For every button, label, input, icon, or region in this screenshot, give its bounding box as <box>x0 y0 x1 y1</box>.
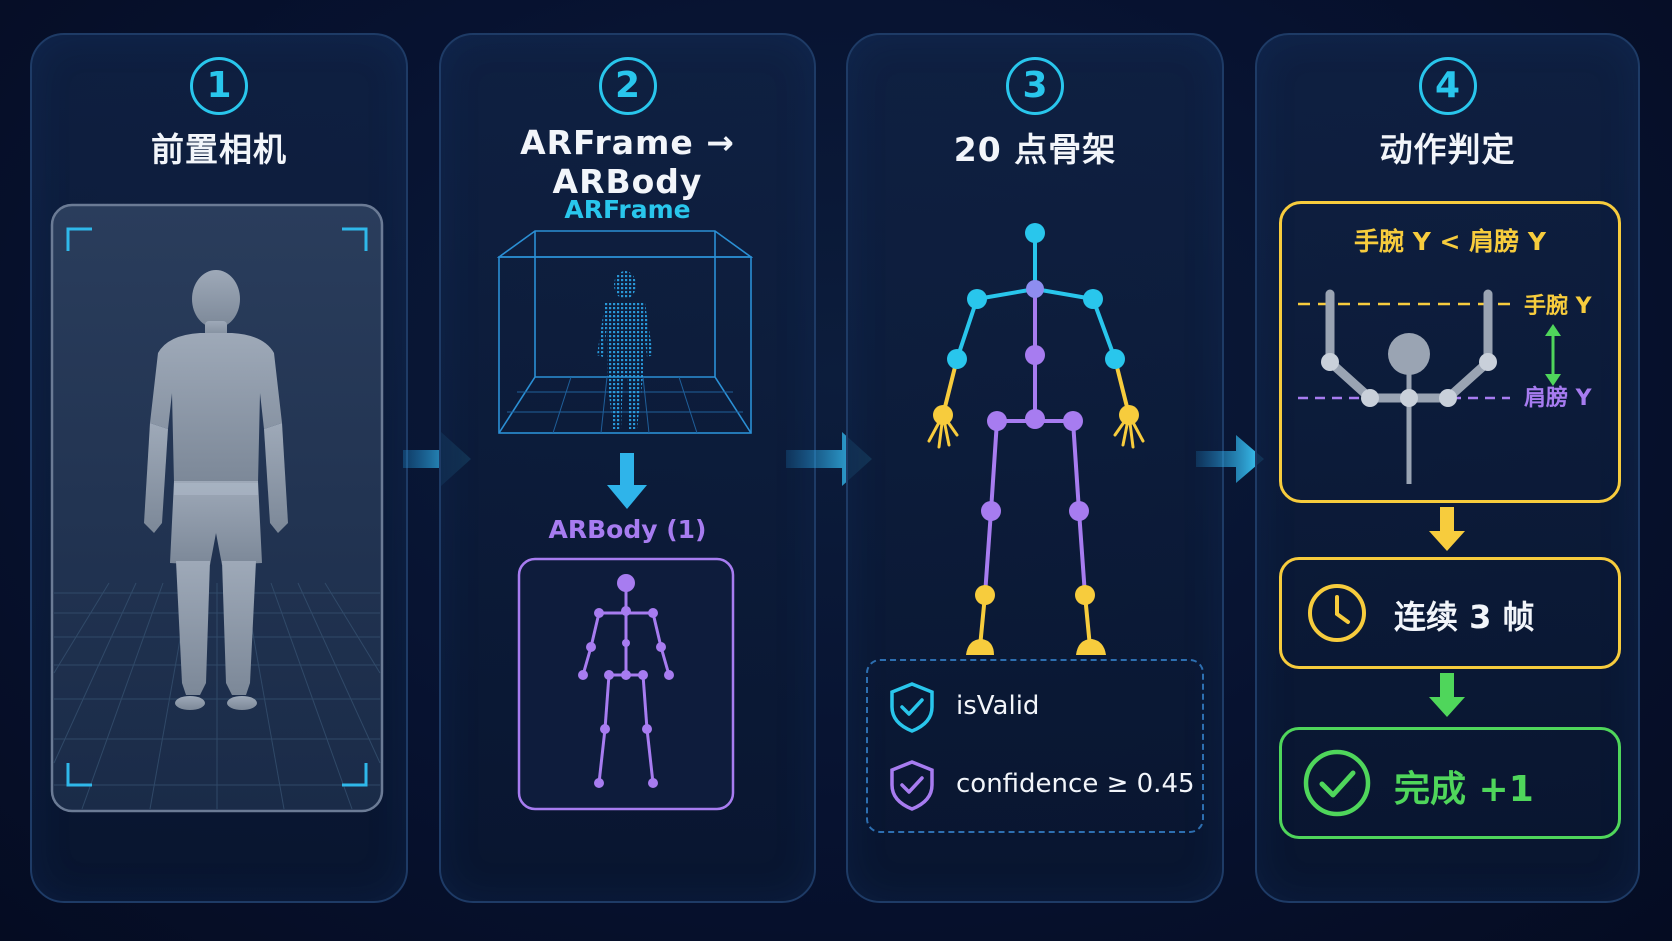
arframe-point-cloud <box>497 230 753 434</box>
step-title: 动作判定 <box>1379 130 1516 169</box>
step-title: 前置相机 <box>151 130 287 169</box>
confidence-label: confidence ≥ 0.45 <box>956 769 1195 799</box>
wrist-line-label: 手腕 Y <box>1524 294 1592 319</box>
step-panel-camera: 1 前置相机 <box>30 33 408 903</box>
flow-arrow-down <box>1429 507 1465 551</box>
shield-check-icon <box>890 760 934 811</box>
arbody-label: ARBody (1) <box>548 515 707 544</box>
done-label: 完成 +1 <box>1394 769 1534 810</box>
step-panel-arframe: 2 ARFrame → ARBody ARFrame ARBody <box>439 33 816 903</box>
wrist-shoulder-diagram <box>1298 289 1561 484</box>
done-box: 完成 +1 <box>1279 727 1621 839</box>
condition-box: 手腕 Y < 肩膀 Y 手腕 Y 肩膀 Y <box>1279 201 1621 503</box>
step-panel-skeleton: 3 20 点骨架 <box>846 33 1224 903</box>
person-silhouette <box>144 270 288 710</box>
arframe-label: ARFrame <box>564 195 691 224</box>
focus-brackets <box>66 227 368 787</box>
clock-icon <box>1308 584 1366 642</box>
flow-arrow-right <box>1196 435 1264 483</box>
shoulder-line-label: 肩膀 Y <box>1524 386 1592 411</box>
step-number: 2 <box>598 57 657 115</box>
skeleton-20-points <box>927 223 1145 655</box>
camera-viewfinder <box>50 203 384 813</box>
arbody-skeleton-card <box>517 557 735 811</box>
is-valid-label: isValid <box>956 691 1040 721</box>
frames-box: 连续 3 帧 <box>1279 557 1621 669</box>
condition-label: 手腕 Y < 肩膀 Y <box>1354 227 1546 256</box>
shield-check-icon <box>890 682 934 733</box>
step-title: 20 点骨架 <box>953 130 1117 169</box>
body-mesh <box>597 271 653 429</box>
validation-box: isValid confidence ≥ 0.45 <box>866 659 1204 833</box>
frames-label: 连续 3 帧 <box>1394 598 1535 636</box>
flow-arrow-down <box>607 453 647 509</box>
up-down-arrow-icon <box>1545 324 1561 386</box>
step-title: ARFrame → ARBody <box>520 123 735 201</box>
check-circle-icon <box>1303 749 1371 817</box>
step-number: 4 <box>1418 57 1477 115</box>
flow-arrow-down <box>1429 673 1465 717</box>
step-panel-action: 4 动作判定 手腕 Y < 肩膀 Y <box>1255 33 1640 903</box>
step-number: 1 <box>190 57 248 115</box>
step-number: 3 <box>1006 57 1064 115</box>
